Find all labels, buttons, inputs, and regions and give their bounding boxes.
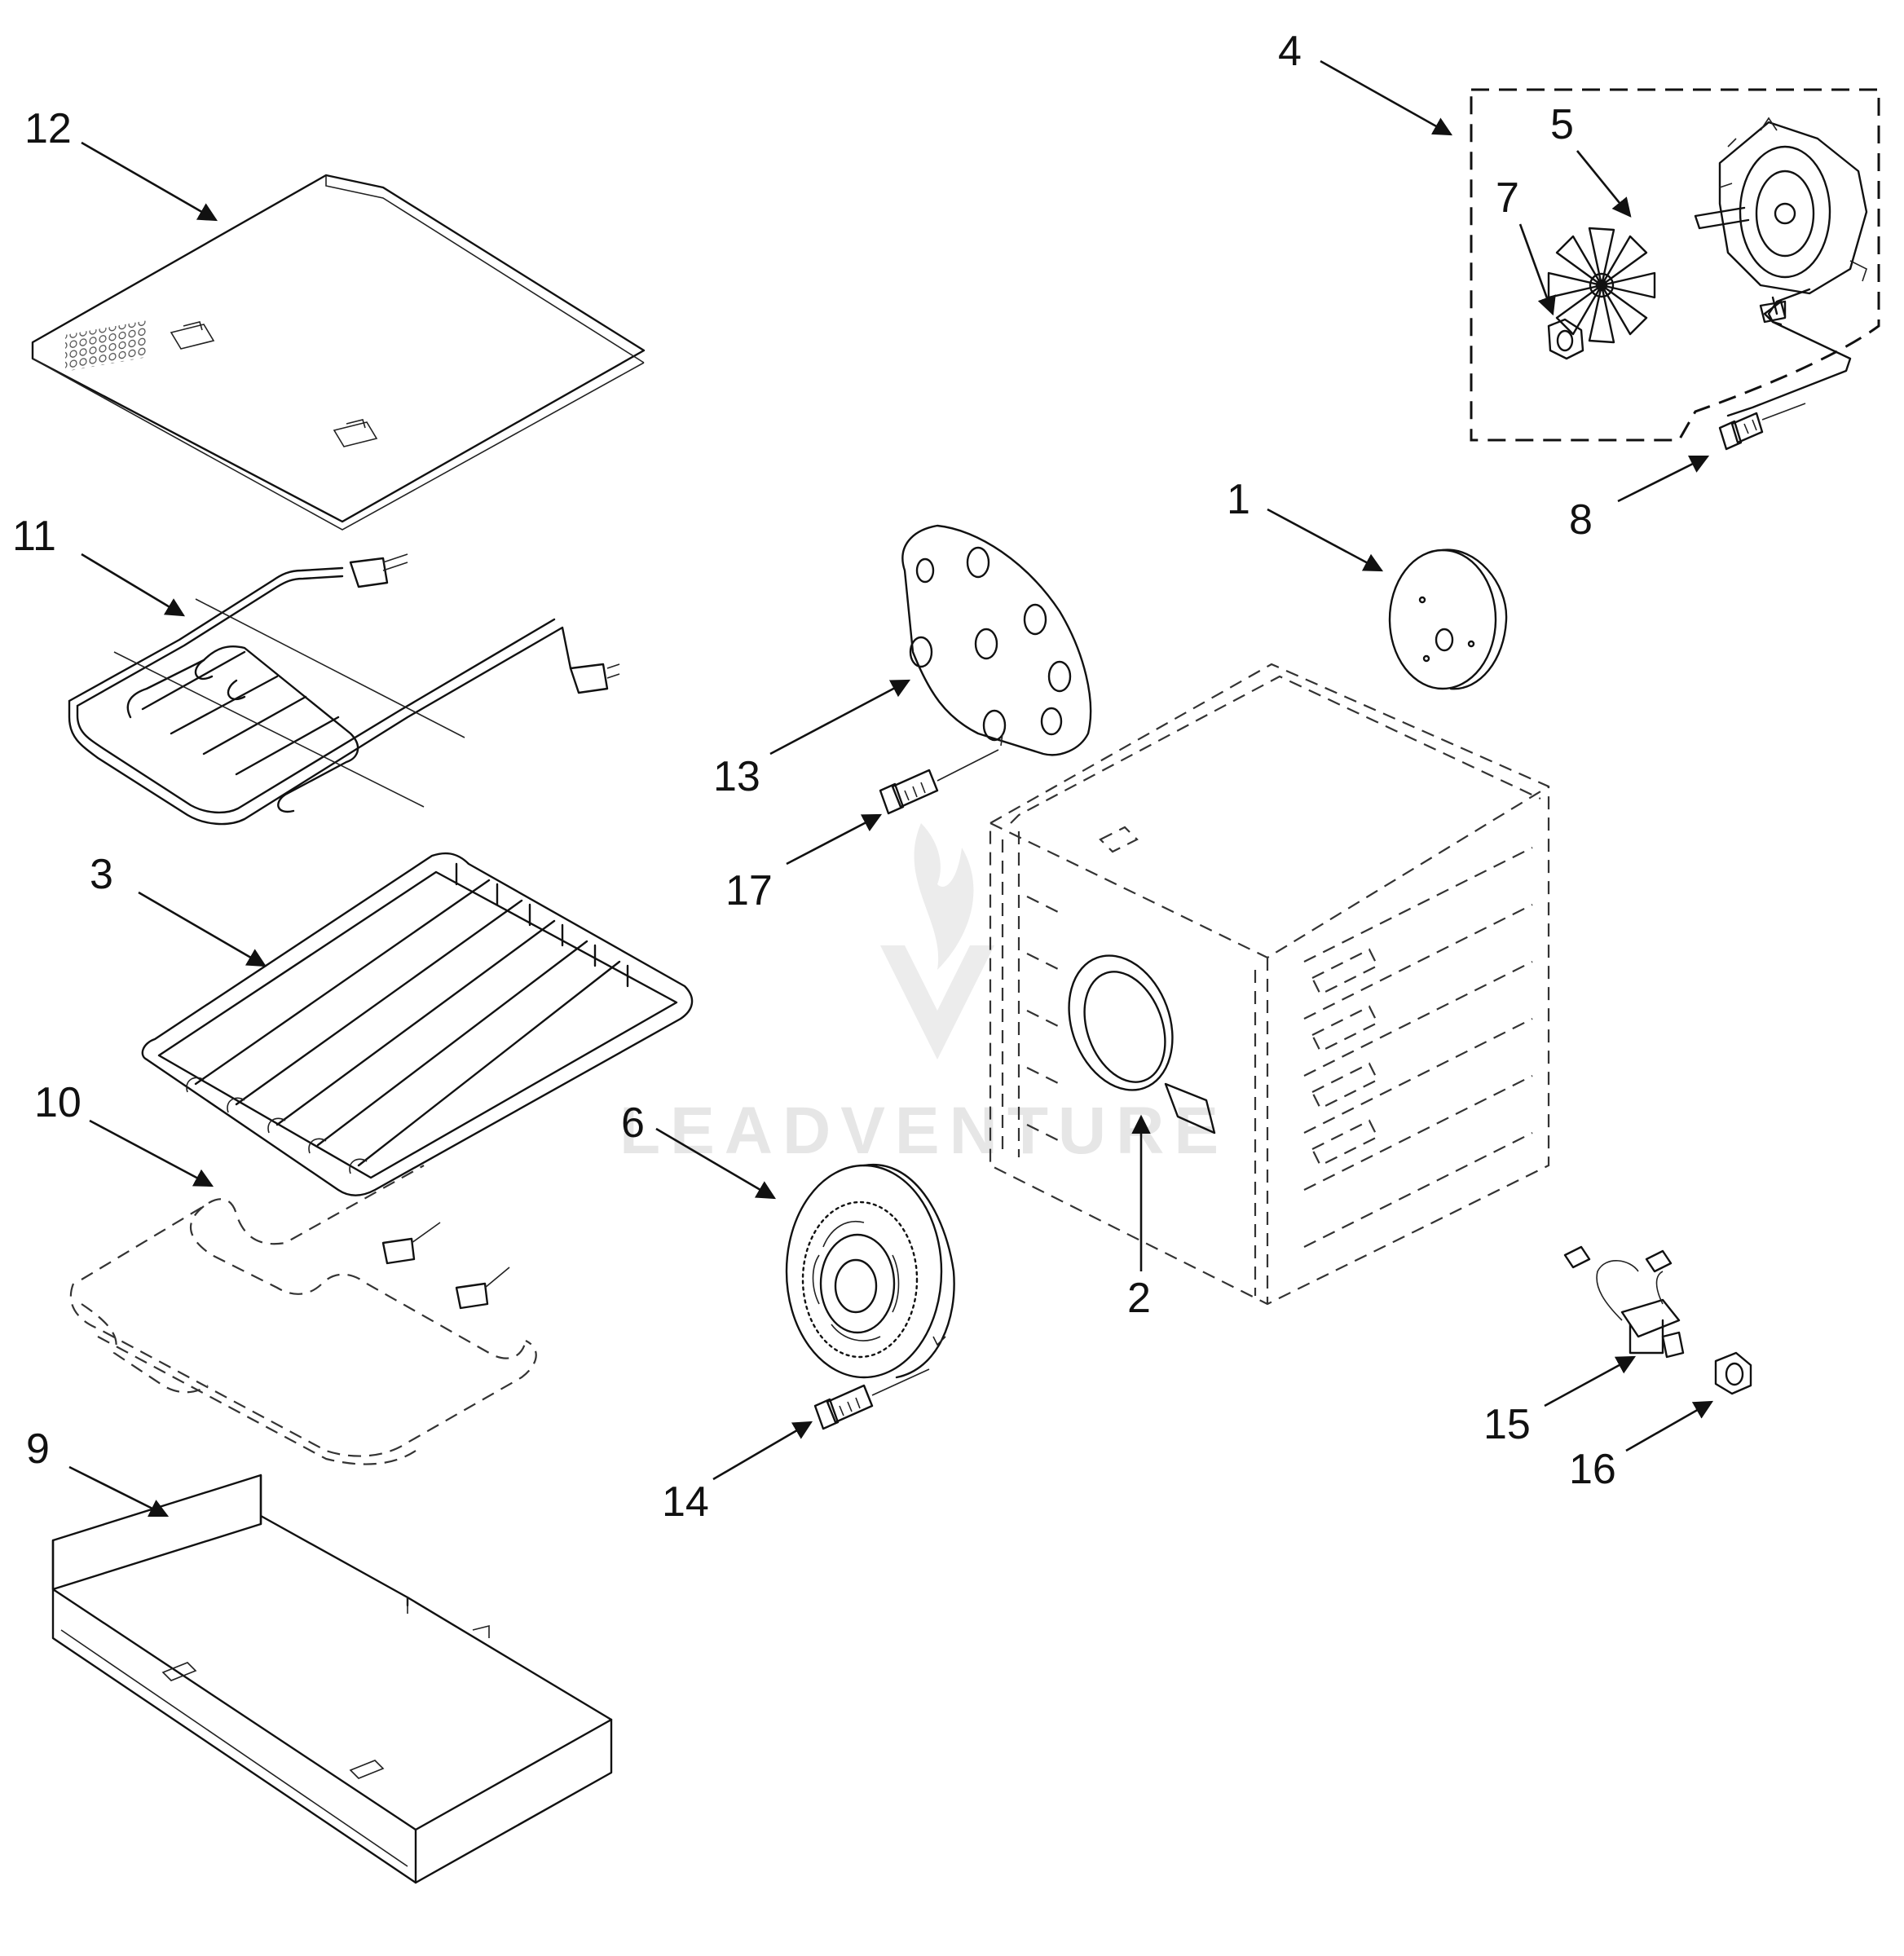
callout-8: 8 (1569, 496, 1593, 544)
callout-6: 6 (621, 1099, 645, 1147)
leader-1 (1267, 508, 1384, 572)
part-13-back-plate[interactable] (901, 524, 1092, 756)
callout-15: 15 (1483, 1401, 1531, 1448)
callout-7: 7 (1496, 174, 1519, 222)
callout-14: 14 (662, 1478, 709, 1526)
part-9-tray[interactable] (51, 1474, 613, 1884)
part-12-top-panel[interactable] (31, 174, 646, 531)
callout-5: 5 (1550, 101, 1574, 148)
leader-6 (655, 1127, 777, 1200)
leader-14 (712, 1421, 813, 1481)
callout-13: 13 (713, 753, 760, 800)
watermark: LEADVENTURE (619, 823, 1228, 1168)
part-17-screw[interactable] (879, 749, 999, 815)
callout-10: 10 (34, 1079, 82, 1126)
leader-16 (1625, 1400, 1714, 1452)
callout-1: 1 (1227, 476, 1250, 523)
leader-11 (81, 553, 186, 617)
part-8-screw[interactable] (1718, 403, 1806, 451)
leader-7 (1518, 223, 1556, 316)
part-11-broil-element[interactable] (68, 553, 620, 826)
leader-13 (769, 679, 911, 756)
part-7-nut[interactable] (1547, 318, 1584, 360)
convection-fan-motor[interactable] (1694, 117, 1868, 326)
callout-2: 2 (1127, 1275, 1151, 1322)
callout-16: 16 (1569, 1446, 1616, 1493)
part-15-sensor[interactable] (1563, 1245, 1685, 1359)
part-10-bake-element[interactable] (69, 1165, 537, 1465)
callout-12: 12 (24, 105, 72, 152)
leader-10 (89, 1119, 214, 1187)
watermark-text: LEADVENTURE (619, 1094, 1228, 1168)
callout-labels: 12 11 3 10 9 13 17 6 14 1 2 4 5 7 8 15 1… (12, 28, 1616, 1526)
leader-8 (1617, 455, 1710, 503)
callout-11: 11 (12, 513, 56, 560)
part-2-oven-cavity[interactable] (989, 663, 1550, 1306)
part-3-oven-rack[interactable] (141, 852, 694, 1196)
callout-4: 4 (1278, 28, 1302, 75)
callout-3: 3 (90, 851, 113, 898)
part-6-fan-baffle[interactable] (785, 1163, 955, 1379)
part-1-fan-cover[interactable] (1388, 548, 1508, 690)
leader-17 (786, 813, 883, 866)
part-14-screw[interactable] (813, 1368, 930, 1430)
leader-15 (1544, 1355, 1637, 1408)
part-16-nut[interactable] (1714, 1351, 1752, 1395)
callout-17: 17 (725, 867, 773, 914)
part-5-fan-blade[interactable] (1547, 227, 1656, 344)
callout-9: 9 (26, 1425, 50, 1473)
leader-lines (68, 59, 1714, 1518)
motor-ground-wire (1726, 300, 1852, 417)
part-4-fan-assembly[interactable] (1470, 88, 1880, 442)
leader-12 (81, 141, 218, 222)
leader-5 (1576, 150, 1632, 218)
leader-3 (138, 891, 267, 967)
leader-9 (68, 1465, 170, 1518)
leader-4 (1320, 59, 1453, 136)
